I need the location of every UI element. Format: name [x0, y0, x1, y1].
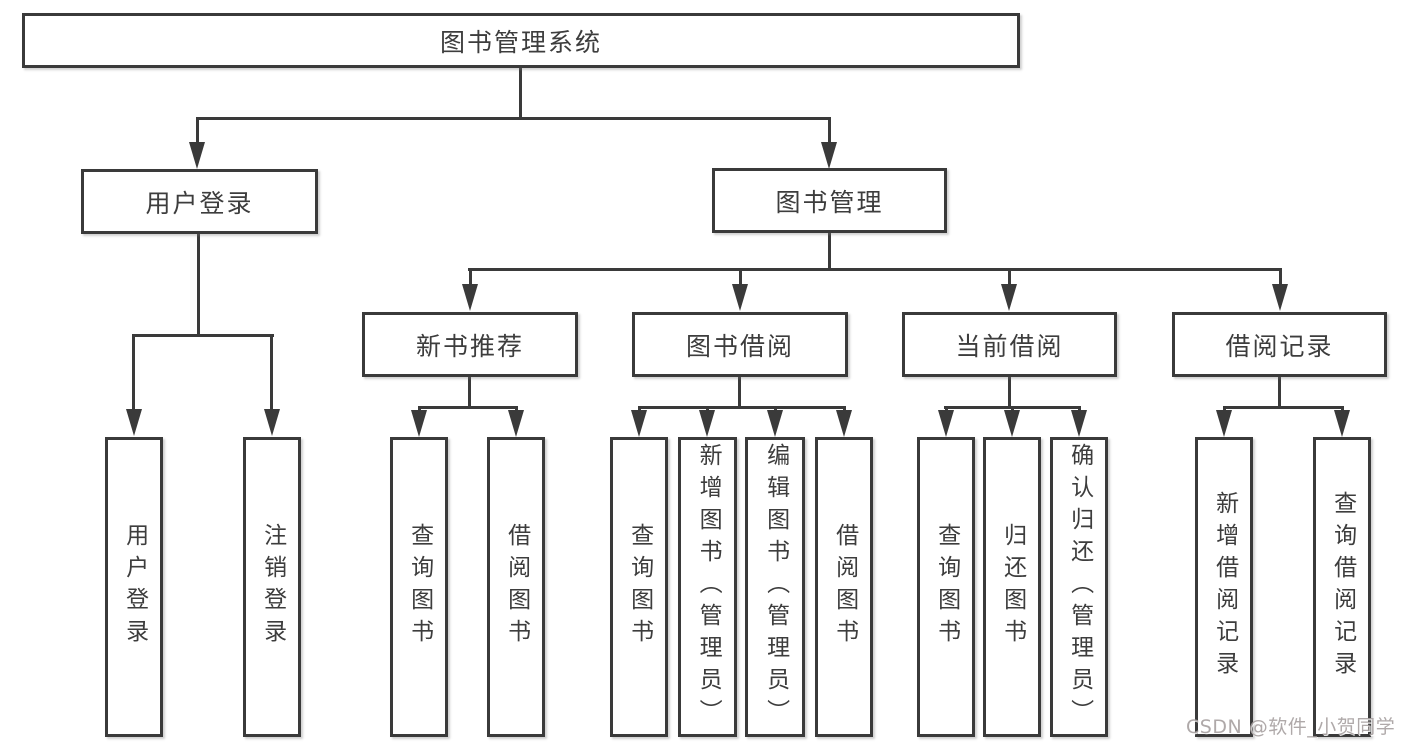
arrowhead-icon — [1272, 284, 1288, 311]
node-book-management: 图书管理 — [712, 168, 947, 233]
connector-to-leaf-logout — [270, 334, 273, 410]
connector-records-rail — [1223, 406, 1343, 409]
connector-borrow-stem — [738, 377, 741, 408]
connector-to-user-login — [196, 117, 199, 144]
connector-leaf-stem — [1341, 406, 1344, 412]
connector-root-stem — [519, 68, 522, 118]
leaf-edit-books-admin: 编辑图书（管理员） — [745, 437, 805, 737]
leaf-query-books-current: 查询图书 — [917, 437, 975, 737]
connector-borrow-rail — [638, 406, 846, 409]
arrowhead-icon — [462, 284, 478, 311]
connector-leaf-stem — [1011, 406, 1014, 412]
arrowhead-icon — [189, 142, 205, 169]
arrowhead-icon — [836, 410, 852, 437]
leaf-add-books-admin: 新增图书（管理员） — [678, 437, 737, 737]
leaf-borrow-books-newbook: 借阅图书 — [487, 437, 545, 737]
connector-book-mgmt-stem — [828, 233, 831, 271]
leaf-query-books-newbook: 查询图书 — [390, 437, 448, 737]
leaf-query-books-borrow: 查询图书 — [610, 437, 668, 737]
connector-current-stem — [1008, 377, 1011, 408]
node-borrow-records: 借阅记录 — [1172, 312, 1387, 377]
connector-leaf-stem — [1223, 406, 1226, 412]
connector-to-leaf-login — [132, 334, 135, 410]
connector-user-login-rail — [132, 334, 274, 337]
connector-leaf-stem — [418, 406, 421, 412]
connector-records-stem — [1278, 377, 1281, 408]
arrowhead-icon — [1004, 410, 1020, 437]
arrowhead-icon — [767, 410, 783, 437]
leaf-add-borrow-record: 新增借阅记录 — [1195, 437, 1253, 737]
leaf-logout: 注销登录 — [243, 437, 301, 737]
connector-to-current-borrow — [1008, 268, 1011, 286]
connector-leaf-stem — [945, 406, 948, 412]
connector-to-new-book — [469, 268, 472, 286]
connector-user-login-stem — [197, 234, 200, 336]
connector-leaf-stem — [638, 406, 641, 412]
arrowhead-icon — [1071, 410, 1087, 437]
node-user-login: 用户登录 — [81, 169, 318, 234]
connector-to-borrow-records — [1279, 268, 1282, 286]
arrowhead-icon — [1216, 410, 1232, 437]
connector-leaf-stem — [843, 406, 846, 412]
arrowhead-icon — [1001, 284, 1017, 311]
connector-book-mgmt-rail — [468, 268, 1281, 271]
node-book-borrow: 图书借阅 — [632, 312, 848, 377]
arrowhead-icon — [732, 284, 748, 311]
connector-to-book-borrow — [739, 268, 742, 286]
leaf-borrow-books: 借阅图书 — [815, 437, 873, 737]
node-current-borrow: 当前借阅 — [902, 312, 1117, 377]
arrowhead-icon — [821, 142, 837, 169]
connector-leaf-stem — [1078, 406, 1081, 412]
arrowhead-icon — [699, 410, 715, 437]
arrowhead-icon — [938, 410, 954, 437]
connector-root-rail — [196, 117, 831, 120]
leaf-return-books: 归还图书 — [983, 437, 1041, 737]
connector-leaf-stem — [706, 406, 709, 412]
arrowhead-icon — [411, 410, 427, 437]
connector-leaf-stem — [774, 406, 777, 412]
connector-to-book-management — [828, 117, 831, 144]
arrowhead-icon — [631, 410, 647, 437]
node-root: 图书管理系统 — [22, 13, 1020, 68]
leaf-confirm-return-admin: 确认归还（管理员） — [1050, 437, 1108, 737]
leaf-query-borrow-record: 查询借阅记录 — [1313, 437, 1371, 737]
connector-leaf-stem — [515, 406, 518, 412]
arrowhead-icon — [1334, 410, 1350, 437]
arrowhead-icon — [264, 409, 280, 436]
arrowhead-icon — [126, 409, 142, 436]
leaf-user-login: 用户登录 — [105, 437, 163, 737]
node-new-book-recommend: 新书推荐 — [362, 312, 578, 377]
connector-newbook-stem — [468, 377, 471, 408]
arrowhead-icon — [508, 410, 524, 437]
connector-newbook-rail — [418, 406, 518, 409]
csdn-watermark: CSDN @软件_小贺同学 — [1186, 716, 1396, 738]
